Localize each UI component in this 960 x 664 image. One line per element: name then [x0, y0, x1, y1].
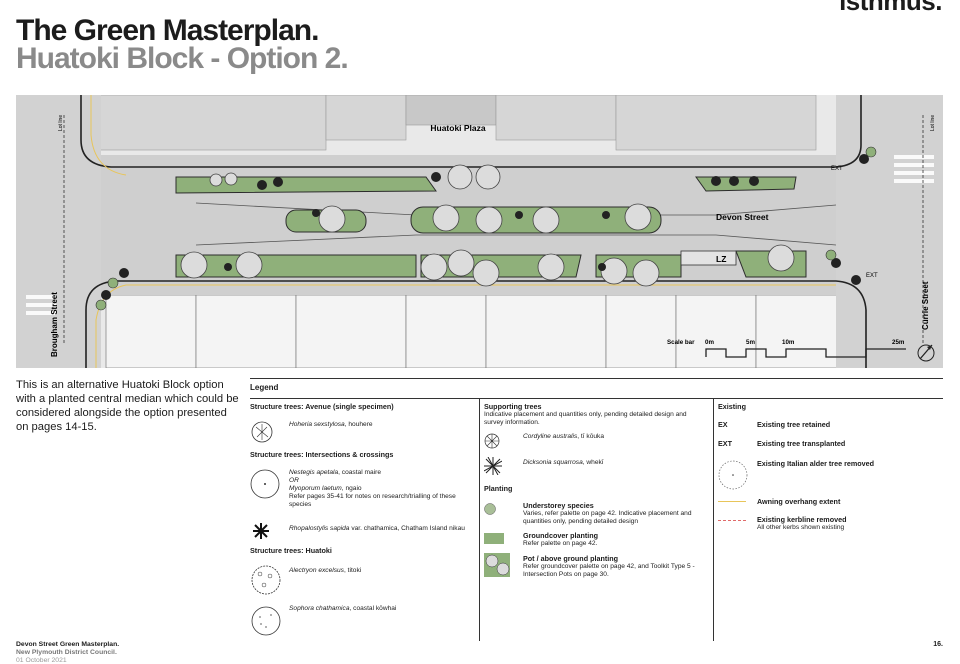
legend-supporting-heading: Supporting trees	[484, 402, 542, 411]
legend-cordyline-item: Cordyline australis, tī kōuka	[523, 433, 605, 440]
cordyline-icon	[484, 433, 500, 449]
footer-project: Devon Street Green Masterplan.	[16, 641, 120, 648]
titoki-tree-icon	[251, 565, 281, 595]
plan-label-ext-bottom: EXT	[866, 273, 878, 279]
alder-removed-icon	[718, 460, 748, 490]
legend-ext-label: Existing tree transplanted	[757, 439, 846, 448]
intro-paragraph: This is an alternative Huatoki Block opt…	[16, 379, 239, 433]
legend-intersection-item: Nestegis apetala, coastal maire OR Myopo…	[289, 469, 456, 508]
dicksonia-icon	[484, 457, 502, 475]
houhere-tree-icon	[251, 421, 273, 443]
legend-pot-item: Pot / above ground planting Refer ground…	[523, 554, 695, 579]
kowhai-tree-icon	[251, 606, 281, 636]
footer-client: New Plymouth District Council.	[16, 649, 117, 656]
legend-ex-code: EX	[718, 420, 728, 429]
scale-tick-0: 0m	[705, 339, 714, 346]
legend-awning-label: Awning overhang extent	[757, 497, 841, 506]
kerb-removed-line-icon	[718, 520, 746, 521]
scale-tick-10: 10m	[782, 339, 795, 346]
legend-dicksonia-item: Dicksonia squarrosa, whekī	[523, 459, 604, 466]
legend-avenue-item: Hoheria sexstylosa, houhere	[289, 421, 373, 428]
legend-ex-label: Existing tree retained	[757, 420, 831, 429]
awning-line-icon	[718, 501, 746, 502]
north-arrow-icon	[917, 344, 935, 362]
scale-tick-25: 25m	[892, 339, 905, 346]
plan-label-boundary-right: Lot line	[930, 115, 936, 131]
scale-bar-label: Scale bar	[667, 339, 695, 346]
legend-panel: Legend Structure trees: Avenue (single s…	[250, 378, 943, 641]
coastal-maire-tree-icon	[250, 469, 280, 499]
plan-label-brougham: Brougham Street	[50, 292, 59, 357]
legend-col-existing: Existing EX Existing tree retained EXT E…	[714, 399, 943, 641]
legend-planting-heading: Planting	[484, 484, 513, 493]
page-title: The Green Masterplan.	[16, 14, 319, 47]
legend-avenue-heading: Structure trees: Avenue (single specimen…	[250, 402, 394, 411]
plan-label-boundary-left: Lot line	[58, 115, 64, 131]
footer-date: 01 October 2021	[16, 657, 67, 664]
legend-col-structure-trees: Structure trees: Avenue (single specimen…	[250, 399, 480, 641]
masterplan-drawing: Huatoki Plaza Devon Street LZ EXT EXT Br…	[16, 95, 943, 368]
legend-alder-label: Existing Italian alder tree removed	[757, 459, 875, 468]
brand-logo: isthmus.	[839, 0, 942, 16]
legend-understorey-item: Understorey species Varies, refer palett…	[523, 501, 692, 526]
legend-existing-heading: Existing	[718, 402, 746, 411]
legend-col-supporting: Supporting trees Indicative placement an…	[480, 399, 714, 641]
page-number: 16.	[933, 641, 943, 648]
plan-label-lz: LZ	[716, 254, 726, 264]
plan-label-currie: Currie Street	[921, 281, 930, 330]
groundcover-swatch-icon	[484, 533, 504, 544]
legend-heading: Legend	[250, 383, 279, 392]
scale-tick-5: 5m	[746, 339, 755, 346]
page-subtitle: Huatoki Block - Option 2.	[16, 42, 349, 75]
nikau-palm-icon	[253, 523, 269, 539]
legend-titoki-item: Alectryon excelsus, titoki	[289, 567, 362, 574]
legend-kerb-item: Existing kerbline removed All other kerb…	[757, 515, 847, 532]
legend-huatoki-heading: Structure trees: Huatoki	[250, 546, 332, 555]
pot-planting-icon	[484, 553, 510, 577]
plan-label-plaza: Huatoki Plaza	[430, 123, 486, 133]
plan-label-ext-top: EXT	[831, 166, 843, 172]
legend-intersections-heading: Structure trees: Intersections & crossin…	[250, 450, 394, 459]
legend-nikau-item: Rhopalostylis sapida var. chathamica, Ch…	[289, 525, 465, 532]
scale-bar	[705, 348, 906, 358]
legend-kowhai-item: Sophora chathamica, coastal kōwhai	[289, 605, 397, 612]
legend-supporting-note: Indicative placement and quantities only…	[484, 411, 687, 426]
understorey-icon	[484, 503, 496, 515]
legend-ext-code: EXT	[718, 439, 732, 448]
legend-groundcover-item: Groundcover planting Refer palette on pa…	[523, 531, 599, 548]
plan-label-devon: Devon Street	[716, 212, 769, 222]
